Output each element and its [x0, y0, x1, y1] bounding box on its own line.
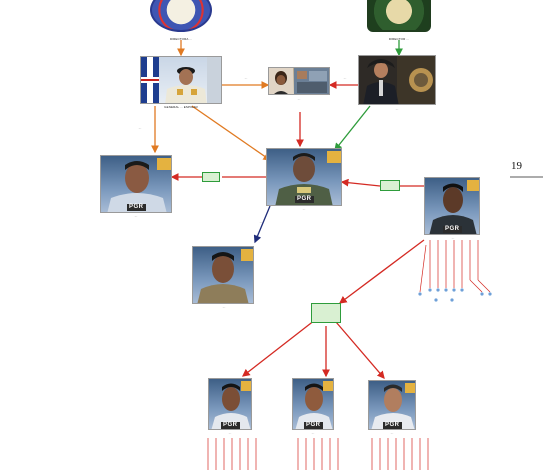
bottom-right-caption: ...: [390, 431, 394, 435]
bottom-right-pgr-label: PGR: [383, 422, 402, 429]
bottom-right-officer-photo: PGR: [368, 380, 416, 430]
link-center-midleft: [253, 205, 271, 244]
link-hubright-center: [340, 178, 381, 187]
left-seal-caption: DIRECTORA ...: [169, 37, 193, 41]
bottom-mid-pgr-label: PGR: [304, 422, 323, 429]
link-annotation-top-right: ...: [343, 76, 347, 80]
right-officer-pgr-label: PGR: [443, 226, 462, 233]
page-number: 19: [511, 160, 522, 172]
link-hub-bottomright: [335, 321, 385, 379]
center-officer-figure: [275, 151, 341, 205]
mid-note: ...: [259, 220, 263, 224]
center-officer-photo: PGR: [266, 148, 342, 206]
bottom-left-officer-figure: [211, 381, 251, 429]
left-officer-photo: PGR: [100, 155, 172, 213]
suit-man-caption: ...: [395, 107, 399, 111]
suit-man-figure: [363, 56, 435, 104]
bottom-left-caption: ...: [228, 431, 232, 435]
fanout-bottom: [207, 438, 429, 470]
mid-left-officer-photo: [192, 246, 254, 304]
right-seal-caption: DIRECTOR ...: [388, 37, 410, 41]
left-officer-caption: ...: [134, 214, 138, 218]
right-agency-seal: [367, 0, 431, 32]
bottom-right-officer-figure: [371, 383, 415, 429]
hub-left: [202, 172, 220, 182]
link-annotation-top-left: ...: [244, 76, 248, 80]
link-rightofficer-hub: [338, 239, 425, 304]
fanout-right-officer: [419, 240, 491, 293]
fanout-right-officer-nodes: [418, 288, 492, 302]
link-general-center: [191, 105, 272, 161]
woman-caption: ...: [297, 97, 301, 101]
link-hub-bottomleft: [241, 319, 316, 377]
left-officer-figure: [107, 158, 171, 212]
woman-figure: [269, 68, 329, 94]
center-officer-caption: ...: [302, 207, 306, 211]
general-photo: [140, 56, 222, 104]
general-figure: [141, 57, 221, 103]
general-caption: GENERAL ... ESPIGAR: [164, 105, 198, 109]
woman-photo: [268, 67, 330, 95]
mid-left-officer-caption: ...: [222, 305, 226, 309]
bottom-mid-officer-photo: PGR: [292, 378, 334, 430]
hub-bottom: [311, 303, 341, 323]
bottom-mid-caption: ...: [311, 431, 315, 435]
right-officer-photo: PGR: [424, 177, 480, 235]
right-officer-caption: ...: [451, 236, 455, 240]
mid-left-officer-figure: [197, 249, 253, 303]
link-annotation-left: ...: [138, 126, 142, 130]
suit-man-photo: [358, 55, 436, 105]
right-officer-figure: [429, 180, 479, 234]
left-officer-pgr-label: PGR: [127, 204, 146, 211]
bottom-mid-officer-figure: [295, 381, 333, 429]
link-suitman-center: [334, 105, 371, 152]
bottom-left-pgr-label: PGR: [221, 422, 240, 429]
hub-right: [380, 180, 400, 191]
bottom-left-officer-photo: PGR: [208, 378, 252, 430]
center-officer-pgr-label: PGR: [295, 196, 314, 203]
